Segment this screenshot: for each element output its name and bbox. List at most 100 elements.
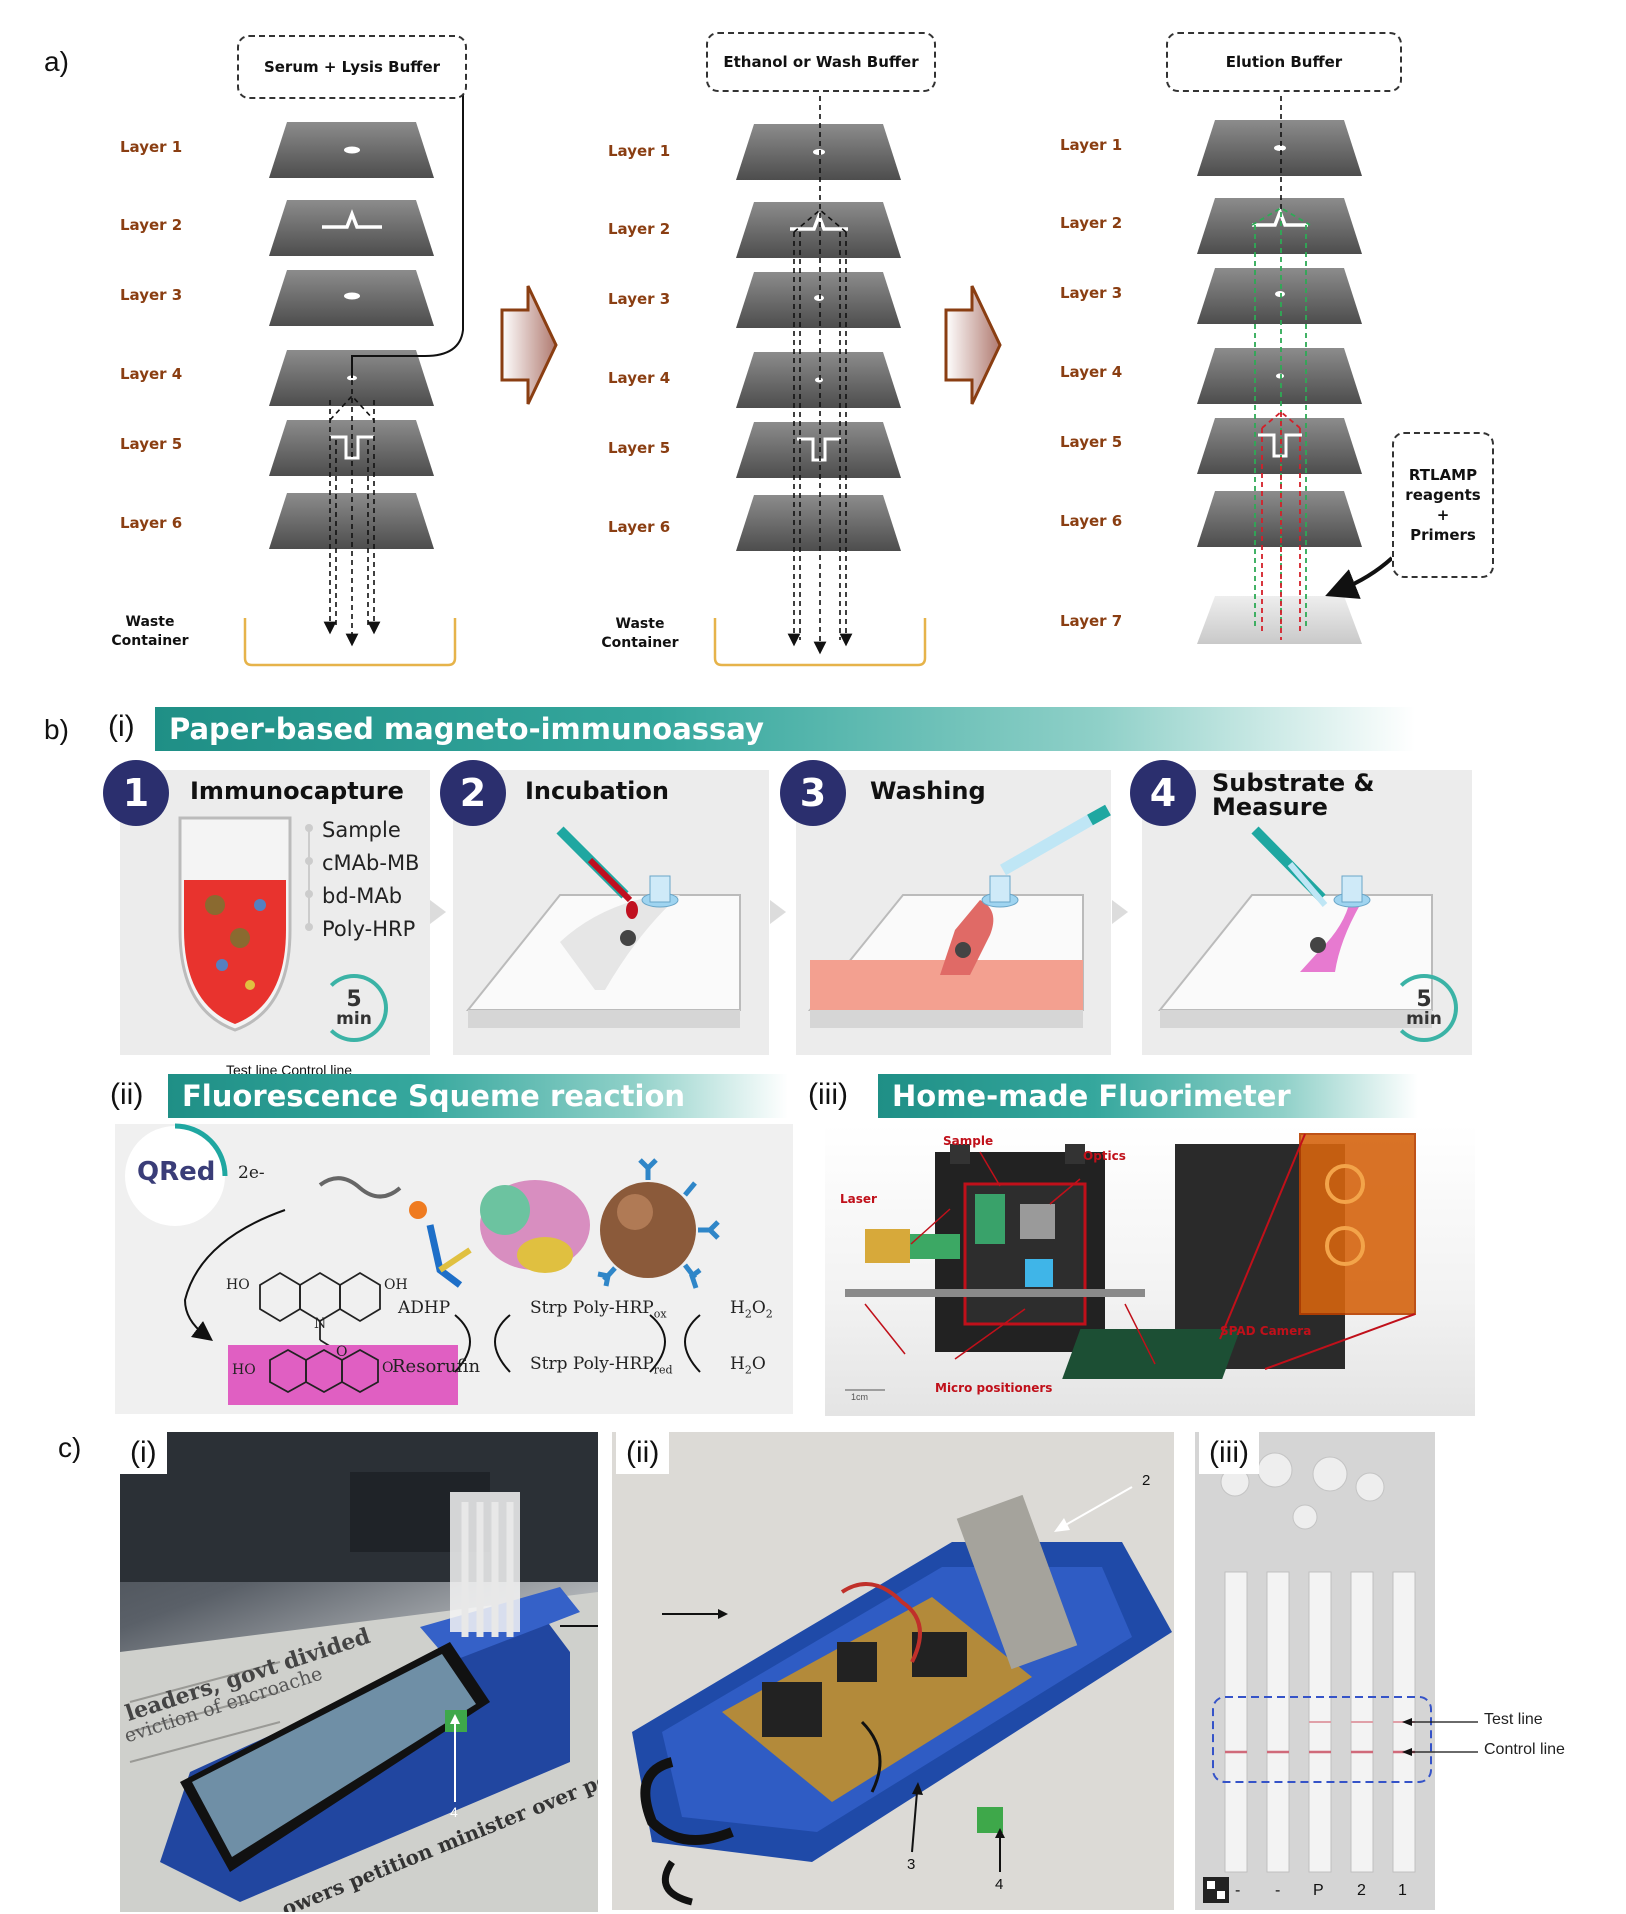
timer-value: 5 xyxy=(346,986,362,1012)
waste-label-line1: Waste xyxy=(125,614,175,630)
s2-layer-5-label: Layer 5 xyxy=(608,439,671,457)
red-sub: red xyxy=(653,1363,673,1377)
phone-device-drawing xyxy=(120,1432,598,1912)
input-box-serum-lysis: Serum + Lysis Buffer xyxy=(237,35,467,99)
circuit-drawing xyxy=(632,1486,1172,1906)
reagent-poly-hrp: Poly-HRP xyxy=(322,917,416,941)
waste-label-line2: Container xyxy=(111,632,189,649)
s3-layer-2-label: Layer 2 xyxy=(1060,214,1123,232)
timer-unit: min xyxy=(336,1008,372,1029)
h2o-o: O xyxy=(751,1354,766,1374)
circuit-photo: 2 3 4 (ii) xyxy=(612,1432,1174,1910)
step-title-4: Substrate & Measure xyxy=(1212,771,1374,819)
s1-layer-5-label: Layer 5 xyxy=(120,435,183,453)
test-strips-photo: - - P 2 1 (iii) xyxy=(1195,1432,1435,1910)
test-line-label: Test line xyxy=(1484,1711,1543,1728)
adhp-label: ADHP xyxy=(398,1298,451,1318)
strip-pointer-lines xyxy=(1402,1718,1478,1756)
label-sample: Sample xyxy=(943,1134,994,1148)
banner-fluorimeter: Home-made Fluorimeter xyxy=(878,1074,1418,1118)
panel-c-i-label: (i) xyxy=(120,1432,167,1474)
s1-layer-1-label: Layer 1 xyxy=(120,138,183,156)
strp-ox-text: Strp Poly-HRP xyxy=(530,1298,654,1318)
control-line-label: Control line xyxy=(1484,1741,1565,1758)
s2-layer-2-label: Layer 2 xyxy=(608,220,671,238)
reagent-line1: RTLAMP xyxy=(1408,465,1478,484)
s2-layer-3-label: Layer 3 xyxy=(608,290,671,308)
panel-a-diagram xyxy=(243,87,1394,667)
n-atom: N xyxy=(314,1316,327,1332)
input-label: Elution Buffer xyxy=(1225,52,1343,71)
s2-layer-1-label: Layer 1 xyxy=(608,142,671,160)
panel-a-label: a) xyxy=(44,46,69,77)
slab-s1-l2 xyxy=(269,200,434,256)
input-box-ethanol-wash: Ethanol or Wash Buffer xyxy=(706,32,936,92)
input-box-elution-buffer: Elution Buffer xyxy=(1166,32,1402,92)
marker-2: 2 xyxy=(1142,1472,1151,1489)
resorufin-ho: HO xyxy=(232,1362,256,1378)
s2-layer-4-label: Layer 4 xyxy=(608,369,671,387)
banner-title: Fluorescence Squeme reaction xyxy=(182,1079,686,1113)
step-title-1: Immunocapture xyxy=(190,777,404,805)
label-laser: Laser xyxy=(840,1192,877,1206)
h2o-label: H2O xyxy=(730,1354,766,1376)
step-number-3: 3 xyxy=(780,760,846,826)
electrons-label: 2e- xyxy=(238,1163,265,1183)
rtlamp-reagents-box: RTLAMP reagents + Primers xyxy=(1392,432,1494,578)
waste-label-line1: Waste xyxy=(615,616,665,632)
reagent-sample: Sample xyxy=(322,818,401,842)
flow-arrow-2 xyxy=(944,285,1002,405)
h2o2-label: H2O2 xyxy=(730,1298,773,1320)
h2o-h: H xyxy=(730,1354,745,1374)
banner-fluorescence: Fluorescence Squeme reaction xyxy=(168,1074,788,1118)
s1-layer-6-label: Layer 6 xyxy=(120,514,183,532)
resorufin-o: O xyxy=(382,1360,394,1376)
marker-3: 3 xyxy=(907,1856,916,1873)
strp-red-text: Strp Poly-HRP xyxy=(530,1354,654,1374)
panel-b-i-label: (i) xyxy=(108,710,135,743)
slab-layer7 xyxy=(1197,596,1362,644)
label-optics: Optics xyxy=(1083,1149,1126,1163)
s3-layer-6-label: Layer 6 xyxy=(1060,512,1123,530)
strip-label-b: - xyxy=(1275,1882,1281,1899)
s3-layer-7-label: Layer 7 xyxy=(1060,612,1123,630)
s3-layer-5-label: Layer 5 xyxy=(1060,433,1123,451)
s1-layer-4-label: Layer 4 xyxy=(120,365,183,383)
ox-sub: ox xyxy=(653,1307,667,1321)
stage2-slabs xyxy=(736,124,901,551)
waste-container-2 xyxy=(713,618,927,667)
strp-poly-hrp-red: Strp Poly-HRPred xyxy=(530,1354,673,1376)
reagent-line4: Primers xyxy=(1410,526,1476,545)
step-number-4: 4 xyxy=(1130,760,1196,826)
label-micro-positioners: Micro positioners xyxy=(935,1381,1053,1395)
s3-layer-3-label: Layer 3 xyxy=(1060,284,1123,302)
oh-left: HO xyxy=(226,1277,250,1293)
s2-layer-6-label: Layer 6 xyxy=(608,518,671,536)
input-label: Serum + Lysis Buffer xyxy=(263,57,441,76)
banner-title: Home-made Fluorimeter xyxy=(892,1079,1291,1113)
banner-immunoassay: Paper-based magneto-immunoassay xyxy=(155,707,1415,751)
h2o-sub: 2 xyxy=(744,1363,752,1377)
label-spad-camera: SPAD Camera xyxy=(1220,1324,1312,1338)
step-title-4-line2: Measure xyxy=(1212,793,1328,821)
marker-4: 4 xyxy=(450,1804,458,1820)
timer-unit: min xyxy=(1406,1008,1442,1029)
step-title-3: Washing xyxy=(870,777,986,805)
s1-layer-2-label: Layer 2 xyxy=(120,216,183,234)
o-atom: O xyxy=(336,1344,348,1360)
fluorimeter-photo: Sample Optics Laser SPAD Camera Micro po… xyxy=(825,1124,1475,1416)
step-number-2: 2 xyxy=(440,760,506,826)
panel-c-label: c) xyxy=(58,1432,82,1463)
strip-label-e: 1 xyxy=(1398,1882,1407,1899)
h2o2-h: H xyxy=(730,1298,745,1318)
fluorimeter-drawing xyxy=(845,1133,1416,1391)
reagent-bd-mab: bd-MAb xyxy=(322,884,403,908)
step-title-4-line1: Substrate & xyxy=(1212,769,1375,797)
marker-4-ii: 4 xyxy=(995,1876,1004,1893)
waste-container-label-1: Waste Container xyxy=(100,613,200,651)
oh-right: OH xyxy=(384,1277,408,1293)
reagent-line3: + xyxy=(1436,506,1450,524)
waste-label-line2: Container xyxy=(601,634,679,651)
timer-step1: 5 min xyxy=(320,974,388,1042)
test-strips-drawing xyxy=(1195,1432,1435,1910)
